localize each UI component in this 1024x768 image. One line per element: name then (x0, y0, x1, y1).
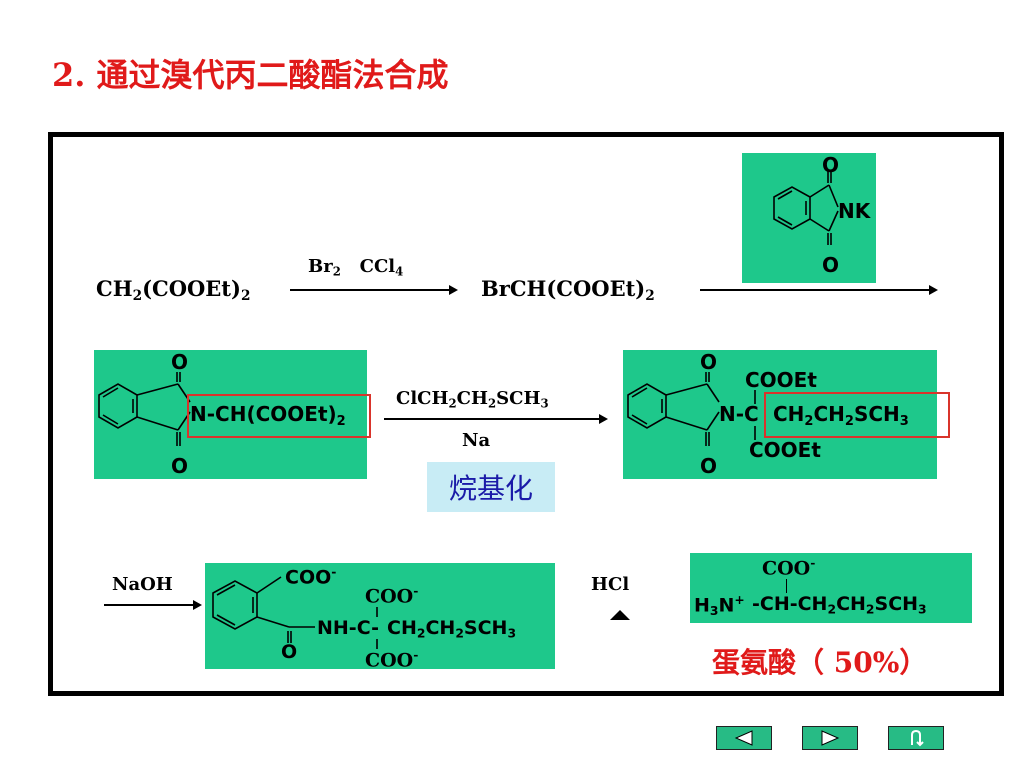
return-arrow-icon (911, 729, 924, 747)
atom-o: O (281, 641, 298, 663)
atom-o: O (700, 350, 718, 374)
highlight-box-malonate (187, 394, 371, 438)
reaction-arrow-2 (700, 285, 938, 295)
alkylated-intermediate-panel: O COOEt N-C CH2CH2SCH3 COOEt O (623, 350, 937, 479)
product-bromomalonate: BrCH(COOEt)2 (481, 276, 655, 305)
methylthioethyl-chain: CH2CH2SCH3 (387, 617, 517, 641)
hydrolysis-intermediate-panel: COO- COO- NH-C- CH2CH2SCH3 O COO- (205, 563, 555, 672)
atom-o: O (171, 454, 189, 478)
cooet-bottom: COOEt (749, 438, 821, 462)
ammonium-group: H3N+ (694, 593, 745, 619)
condition-na: Na (462, 430, 491, 451)
bond-line (786, 579, 787, 593)
reagent-chloroethyl-methyl-sulfide: ClCH2CH2SCH3 (396, 388, 549, 411)
carboxylate-ring: COO- (285, 565, 337, 589)
alkylation-label: 烷基化 (427, 462, 555, 512)
benzene-ring-icon (212, 576, 378, 649)
next-slide-button[interactable] (802, 726, 858, 750)
triangle-up-icon (610, 610, 630, 620)
carboxylate: COO- (762, 555, 816, 580)
reactant-malonate: CH2(COOEt)2 (96, 276, 251, 305)
reagent-br2-ccl4: Br2 CCl4 (308, 256, 404, 279)
triangle-right-icon (821, 730, 840, 746)
reaction-arrow-4 (104, 600, 202, 610)
carboxylate-bottom: COO- (365, 647, 419, 672)
product-name-yield: 蛋氨酸（ 50%） (712, 646, 928, 679)
atom-o: O (700, 454, 718, 478)
atom-o: O (822, 153, 840, 177)
cooet-top: COOEt (745, 368, 817, 392)
methionine-panel: COO- H3N+ -CH-CH2CH2SCH3 (690, 553, 972, 623)
triangle-left-icon (734, 730, 753, 746)
potassium-phthalimide-panel: O NK O (742, 153, 876, 283)
phthalimide-ring-icon (773, 171, 839, 245)
return-button[interactable] (888, 726, 944, 750)
n-phthalimidomalonate-panel: O N-CH(COOEt)2 O (94, 350, 367, 479)
highlight-box-chain (764, 392, 950, 438)
carboxylate-top: COO- (365, 583, 419, 608)
atom-o: O (171, 350, 189, 374)
nh-c-core: NH-C- (317, 617, 379, 639)
n-ch-cooet2-group: N-CH(COOEt)2 (190, 402, 346, 429)
slide-title: 2. 通过溴代丙二酸酯法合成 (52, 56, 449, 94)
n-c-core: N-C (719, 402, 759, 426)
reaction-arrow-1 (290, 285, 458, 295)
methylthioethyl-chain: CH2CH2SCH3 (773, 402, 909, 429)
methionine-backbone: -CH-CH2CH2SCH3 (752, 593, 927, 617)
phthalimide-ring-icon (627, 372, 756, 446)
reagent-hcl: HCl (591, 574, 630, 595)
atom-o: O (822, 253, 840, 277)
prev-slide-button[interactable] (716, 726, 772, 750)
atom-nk: NK (838, 199, 871, 223)
reagent-naoh: NaOH (112, 574, 173, 595)
reaction-arrow-3 (384, 414, 608, 424)
